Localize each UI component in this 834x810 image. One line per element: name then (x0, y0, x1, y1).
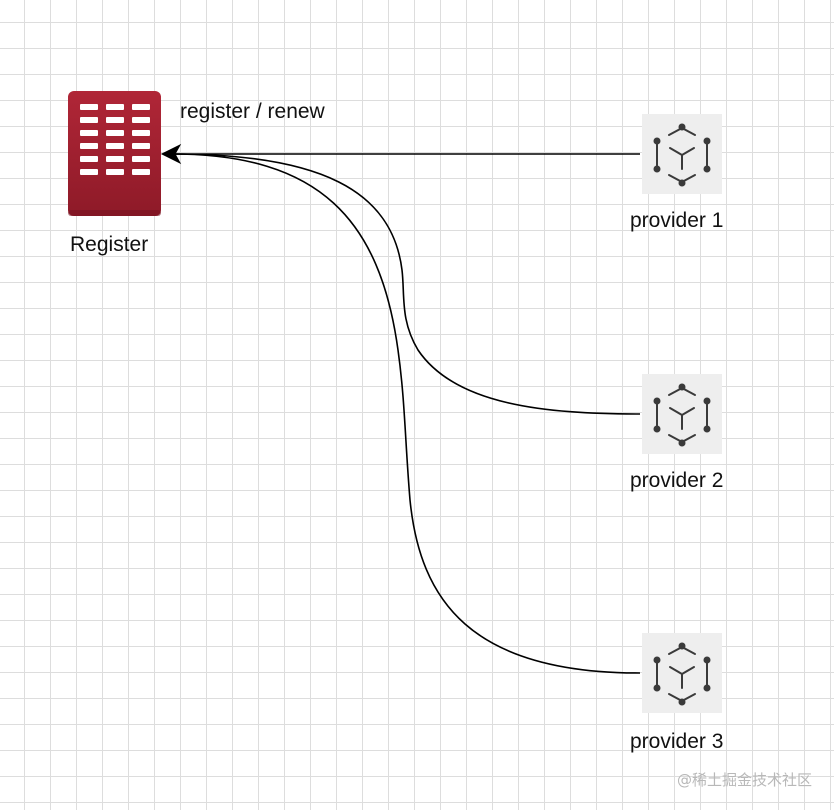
cube-icon (653, 123, 711, 187)
provider-1-node[interactable] (642, 114, 722, 194)
edge-provider-2-to-register[interactable] (171, 153, 641, 415)
provider-3-label: provider 3 (630, 730, 724, 753)
watermark: @稀土掘金技术社区 (676, 771, 812, 789)
edges (160, 143, 641, 674)
register-node[interactable] (68, 91, 161, 216)
edge-label-register-renew: register / renew (180, 100, 325, 123)
server-rack-icon (68, 91, 161, 216)
provider-2-label: provider 2 (630, 469, 724, 492)
arrowhead (160, 143, 182, 165)
provider-2-node[interactable] (642, 374, 722, 454)
cube-icon (653, 642, 711, 706)
register-label: Register (70, 233, 149, 256)
cube-icon (653, 383, 711, 447)
provider-1-label: provider 1 (630, 209, 724, 232)
provider-3-node[interactable] (642, 633, 722, 713)
edge-provider-3-to-register[interactable] (171, 153, 641, 674)
